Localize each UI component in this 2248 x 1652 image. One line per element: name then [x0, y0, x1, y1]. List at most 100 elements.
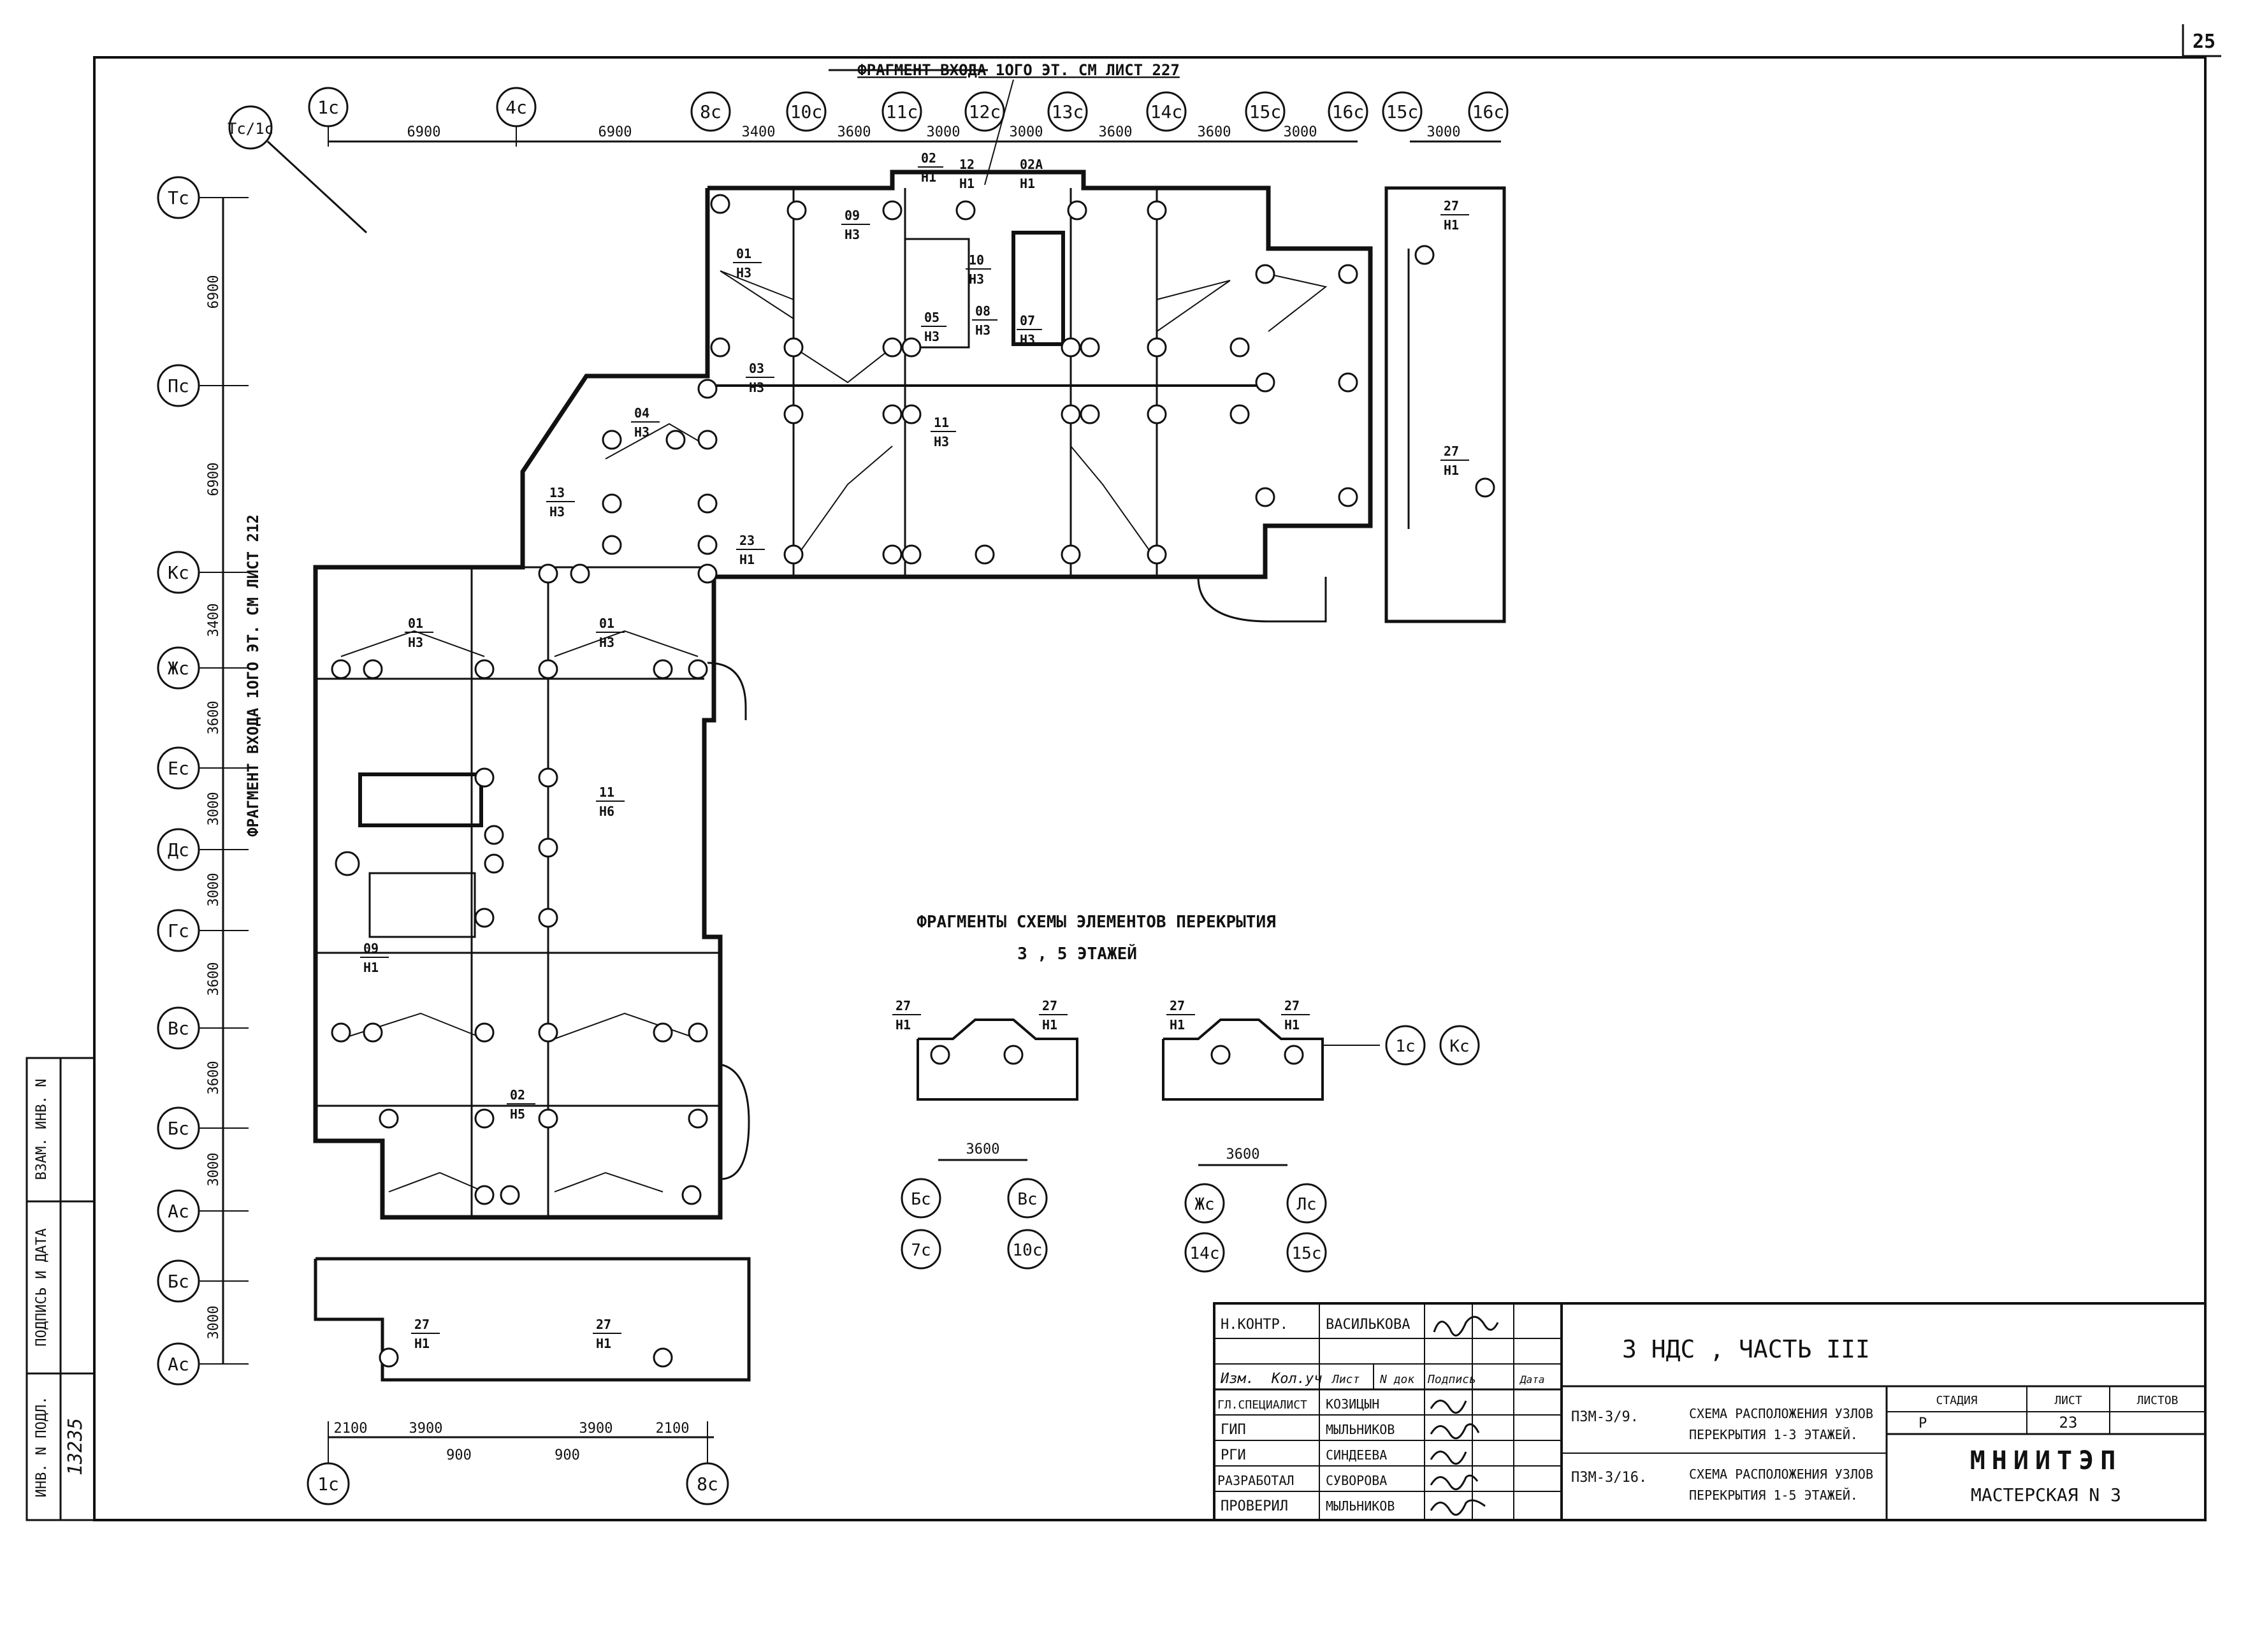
svg-text:Н1: Н1: [1444, 463, 1459, 478]
entry-fragment-note-left: ФРАГМЕНТ ВХОДА 1ОГО ЭТ. СМ ЛИСТ 212: [244, 514, 262, 837]
svg-text:900: 900: [555, 1447, 580, 1463]
svg-text:7с: 7с: [911, 1241, 931, 1260]
axis-8c-top: 8с: [690, 91, 731, 132]
svg-text:3600: 3600: [838, 124, 871, 140]
fragment-dim-left: 3600: [966, 1141, 1000, 1157]
svg-text:09: 09: [845, 208, 860, 223]
axis-vc: Вс: [157, 1006, 249, 1050]
organization: МНИИТЭП: [1970, 1446, 2122, 1475]
dimension-lines: [222, 140, 1501, 1438]
svg-text:03: 03: [749, 361, 764, 376]
tb-name: СИНДЕЕВА: [1326, 1447, 1387, 1463]
axis-15c-2: 15с: [1382, 91, 1423, 132]
svg-text:Н1: Н1: [1042, 1017, 1057, 1032]
svg-text:15с: 15с: [1386, 101, 1419, 122]
svg-text:Ес: Ес: [168, 758, 189, 779]
svg-text:10с: 10с: [790, 101, 823, 122]
svg-text:14с: 14с: [1190, 1244, 1220, 1263]
svg-text:Тс: Тс: [168, 187, 189, 208]
axis-16c-2: 16с: [1468, 91, 1509, 132]
sheet-description: ПЕРЕКРЫТИЯ 1-3 ЭТАЖЕЙ.: [1689, 1427, 1858, 1442]
inv-podl-value: 13235: [64, 1418, 87, 1475]
axis-14c: 14с: [1146, 91, 1187, 132]
svg-text:Н3: Н3: [599, 635, 614, 650]
signatures: [1430, 1315, 1499, 1516]
svg-text:13с: 13с: [1052, 101, 1084, 122]
svg-text:2100: 2100: [334, 1421, 368, 1437]
fragments-title: ФРАГМЕНТЫ СХЕМЫ ЭЛЕМЕНТОВ ПЕРЕКРЫТИЯ: [917, 913, 1276, 932]
svg-text:16с: 16с: [1472, 101, 1505, 122]
svg-text:3000: 3000: [1284, 124, 1317, 140]
upper-wing-outline: [313, 170, 1373, 1220]
svg-text:27: 27: [596, 1317, 611, 1332]
svg-text:3600: 3600: [1099, 124, 1133, 140]
dimensions-left: 6900 6900 3400 3600 3000 3000 3600 3600 …: [206, 275, 222, 1340]
axis-15c: 15с: [1245, 91, 1286, 132]
tb-header-list: Лист: [1331, 1373, 1360, 1386]
stairwell-upper: [904, 238, 970, 349]
svg-text:2100: 2100: [656, 1421, 690, 1437]
inv-podl-label: ИНВ. N ПОДЛ.: [34, 1396, 50, 1498]
fragments-subtitle: 3 , 5 ЭТАЖЕЙ: [1017, 943, 1137, 964]
axis-bubble: 10с: [1007, 1229, 1048, 1270]
svg-text:04: 04: [634, 405, 649, 421]
svg-text:05: 05: [924, 310, 939, 325]
node-links: [340, 270, 1328, 1192]
svg-text:Жс: Жс: [168, 658, 189, 679]
axis-bubble: Бс: [901, 1178, 941, 1219]
svg-text:3400: 3400: [742, 124, 776, 140]
svg-text:Вс: Вс: [1017, 1190, 1037, 1209]
axis-markers-left: Тс Пс Кс Жс Ес Дс Гс Вс Бс Ас Бс Ас: [157, 176, 249, 1386]
axis-11c: 11с: [881, 91, 922, 132]
svg-text:27: 27: [414, 1317, 430, 1332]
svg-text:27: 27: [1284, 998, 1300, 1013]
axis-13c: 13с: [1047, 91, 1088, 132]
sheet-code: П3М-3/9.: [1571, 1409, 1639, 1425]
svg-text:Н3: Н3: [975, 322, 990, 338]
svg-text:14с: 14с: [1150, 101, 1183, 122]
svg-text:Н1: Н1: [414, 1336, 430, 1351]
svg-text:Жс: Жс: [1194, 1195, 1214, 1214]
axis-12c: 12с: [964, 91, 1005, 132]
entry-fragment-note-top: ФРАГМЕНТ ВХОДА 1ОГО ЭТ. СМ ЛИСТ 227: [857, 61, 1180, 79]
axis-16c: 16с: [1328, 91, 1368, 132]
sheet-code: П3М-3/16.: [1571, 1470, 1647, 1486]
sign-date-label: ПОДПИСЬ И ДАТА: [34, 1228, 50, 1346]
elevator-upper: [1012, 231, 1065, 346]
balcony-left: [720, 1063, 750, 1180]
floor-plan: [313, 69, 1506, 1382]
tb-name: КОЗИЦЫН: [1326, 1396, 1379, 1412]
svg-text:3000: 3000: [927, 124, 961, 140]
svg-text:3000: 3000: [206, 1153, 222, 1187]
svg-text:3600: 3600: [206, 701, 222, 735]
svg-text:11: 11: [599, 785, 614, 800]
axis-bubble: 7с: [901, 1229, 941, 1270]
svg-text:Н3: Н3: [408, 635, 423, 650]
n-kontr-name: ВАСИЛЬКОВА: [1326, 1317, 1410, 1333]
svg-text:Н1: Н1: [959, 176, 975, 191]
axis-tc-1c: Тс/1с: [228, 105, 368, 234]
axis-ac: Ас: [157, 1189, 249, 1233]
svg-text:Н3: Н3: [1020, 332, 1035, 347]
right-tower: [1384, 186, 1506, 623]
svg-text:Бс: Бс: [168, 1271, 189, 1292]
svg-text:07: 07: [1020, 313, 1035, 328]
svg-text:Дс: Дс: [168, 839, 189, 860]
svg-text:3600: 3600: [1198, 124, 1231, 140]
axis-tc: Тс: [157, 176, 249, 219]
dimensions-bottom: 2100 3900 3900 2100 900 900: [334, 1421, 690, 1463]
svg-text:Н1: Н1: [921, 170, 936, 185]
title-block-text: Н.КОНТР. ВАСИЛЬКОВА Изм. Кол.уч Лист N д…: [1217, 1317, 2179, 1514]
svg-text:Пс: Пс: [168, 375, 189, 396]
title-block: [1213, 1302, 2207, 1521]
